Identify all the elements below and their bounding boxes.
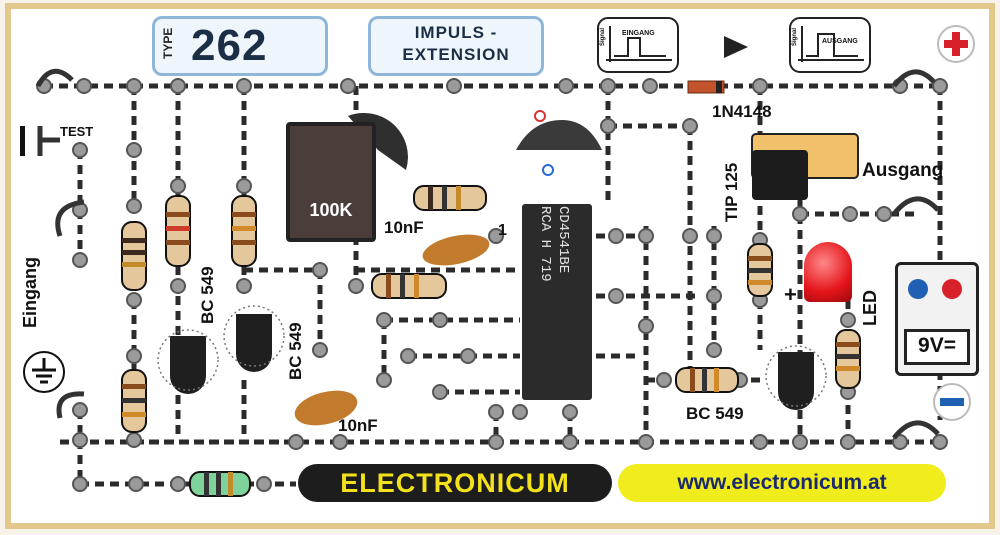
type-number: 262 (191, 21, 268, 70)
bc549-label-1: BC 549 (198, 266, 217, 324)
battery-voltage: 9V= (904, 329, 970, 365)
signal-axis-label-in: Signal (600, 27, 606, 46)
title-line-2: EXTENSION (402, 45, 510, 64)
battery-plus-icon (942, 279, 962, 299)
title-box: IMPULS - EXTENSION (368, 16, 544, 76)
title-line-1: IMPULS - (414, 23, 498, 42)
ausgang-label: Ausgang (862, 160, 944, 181)
plus-label: + (784, 282, 797, 307)
signal-in-label: EINGANG (622, 30, 655, 37)
type-label: TYPE (161, 27, 175, 59)
cap-label-1: 10nF (384, 218, 424, 237)
chip-line-1: CD4541BE (555, 206, 571, 274)
test-label: TEST (60, 124, 94, 139)
pot-value: 100K (309, 200, 353, 220)
type-label-box: TYPE 262 (152, 16, 328, 76)
chip-text: CD4541BE RCA H 719 (536, 206, 572, 282)
cap-label-2: 10nF (338, 416, 378, 435)
bc549-label-3: BC 549 (686, 404, 744, 423)
diode-label: 1N4148 (712, 102, 772, 121)
ic-chip: CD4541BE RCA H 719 (522, 204, 592, 400)
website-banner: www.electronicum.at (618, 464, 946, 502)
battery-symbol: 9V= (895, 262, 979, 376)
led-label: LED (860, 290, 880, 326)
signal-axis-label-out: Signal (792, 27, 798, 46)
eingang-label: Eingang (20, 257, 40, 328)
brand-banner: ELECTRONICUM (298, 464, 612, 502)
potentiometer: 100K (286, 122, 376, 242)
chip-line-2: RCA H 719 (537, 206, 553, 282)
pin-one-label: 1 (498, 222, 507, 239)
tip125-label: TIP 125 (722, 162, 741, 222)
battery-minus-icon (908, 279, 928, 299)
signal-out-label: AUSGANG (822, 38, 858, 45)
bc549-label-2: BC 549 (286, 322, 305, 380)
red-led (804, 242, 852, 302)
